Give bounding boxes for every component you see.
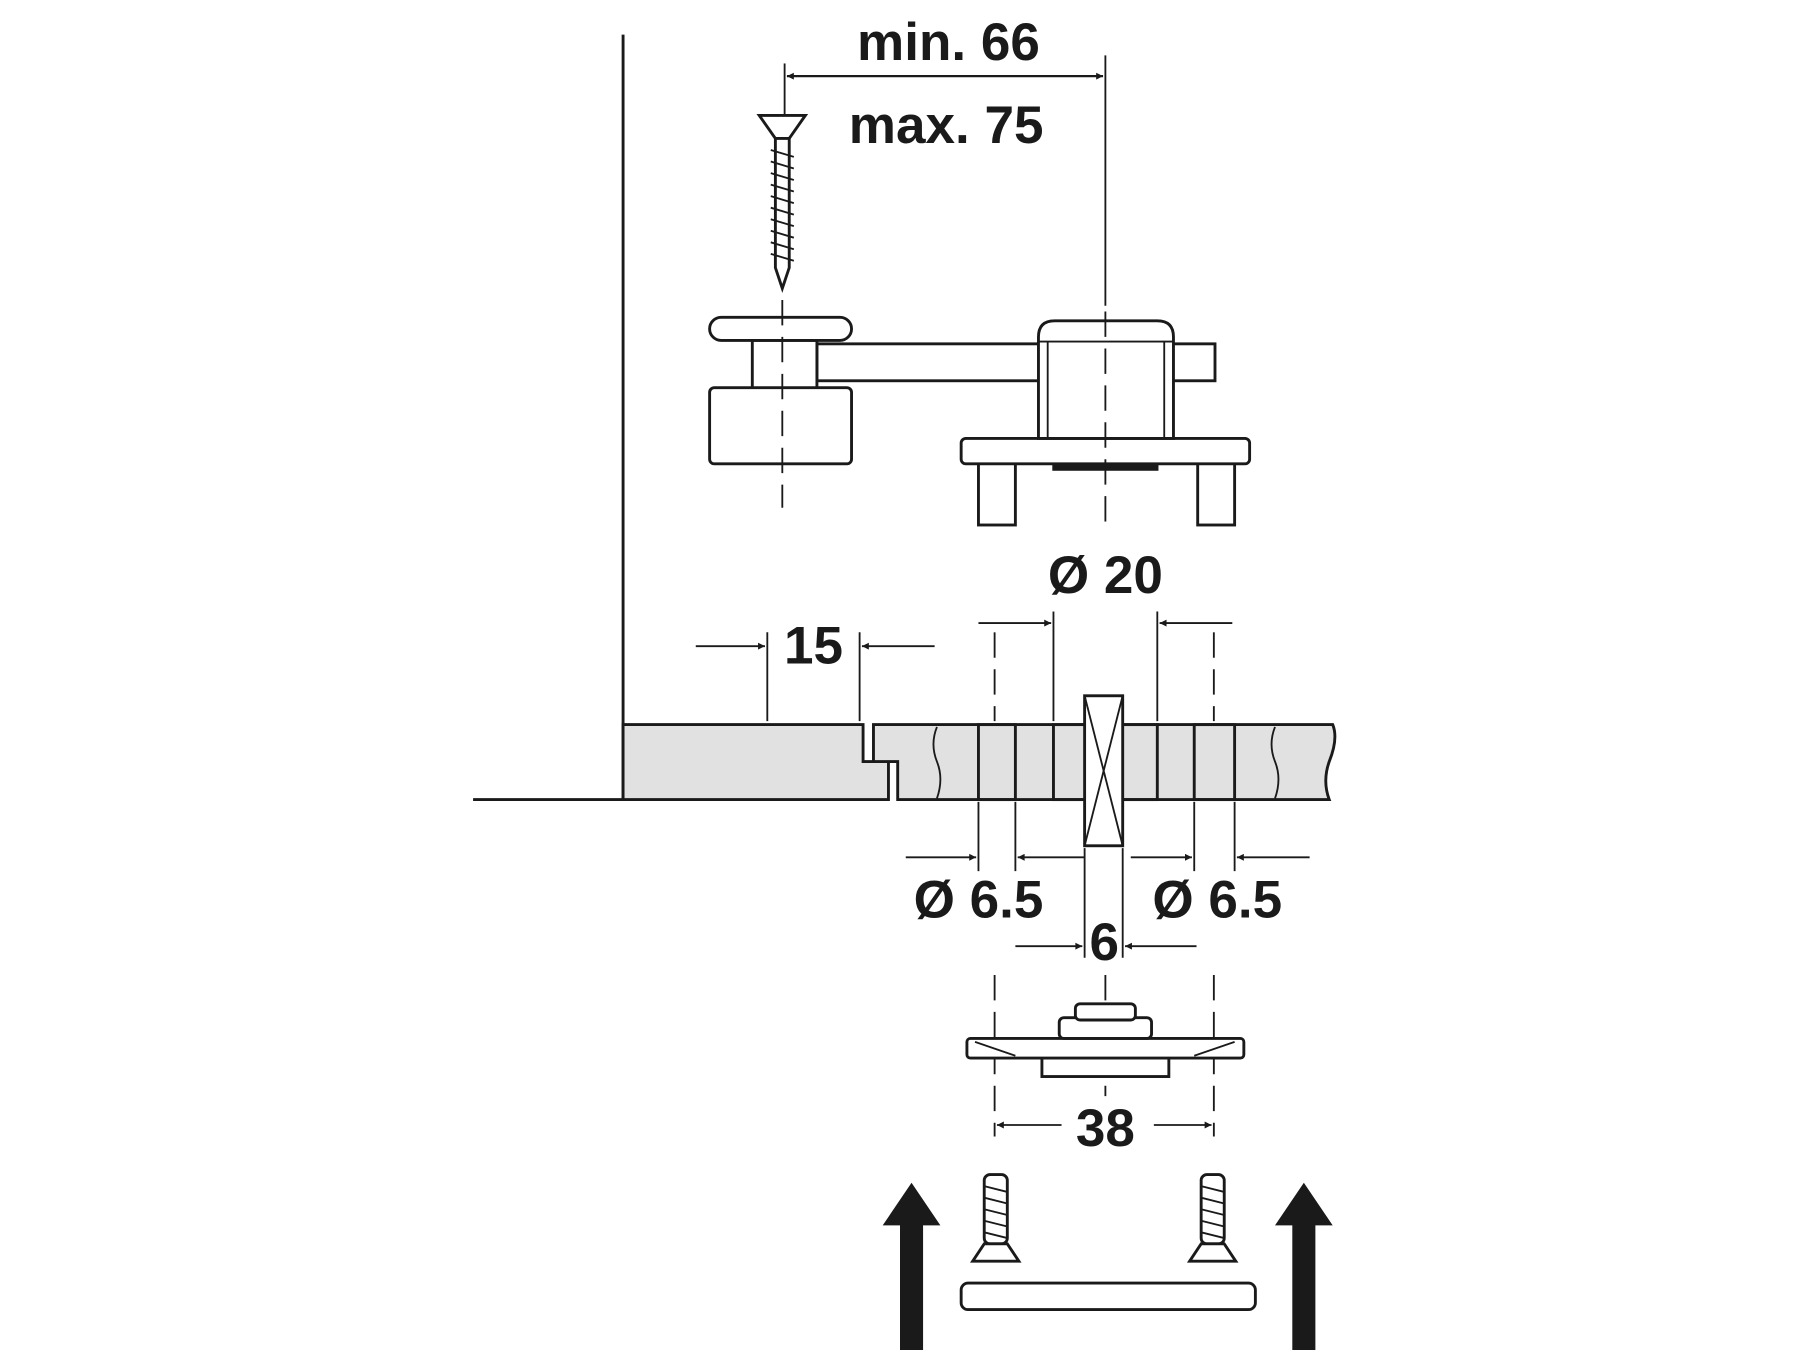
side-panel <box>621 723 890 802</box>
max-distance-label: max. 75 <box>849 96 1044 155</box>
wood-screw <box>756 113 809 294</box>
cover-plate <box>959 1281 1257 1312</box>
plate-spacing-label: 38 <box>1076 1099 1135 1158</box>
dimension-min-max: min. 66 max. 75 <box>783 13 1107 306</box>
dimension-side-holes: Ø 6.5 Ø 6.5 6 <box>905 801 1310 972</box>
machine-screw-left <box>969 1173 1022 1263</box>
panel-section <box>621 694 1337 848</box>
dimension-plate-spacing: 38 <box>996 1099 1212 1158</box>
cam-connector-assembly <box>708 300 1252 531</box>
side-hole-right-label: Ø 6.5 <box>1152 870 1282 929</box>
edge-distance-label: 15 <box>784 616 843 675</box>
arrow-up-left-icon <box>882 1182 941 1350</box>
side-hole-left-label: Ø 6.5 <box>914 870 1044 929</box>
dimension-edge-distance: 15 <box>695 616 935 722</box>
dowel-pin <box>1083 694 1125 848</box>
pin-width-label: 6 <box>1089 913 1119 972</box>
machine-screw-right <box>1186 1173 1239 1263</box>
center-hole-label: Ø 20 <box>1048 546 1163 605</box>
dimension-center-hole: Ø 20 <box>978 546 1233 722</box>
min-distance-label: min. 66 <box>857 13 1040 72</box>
mounting-plate <box>965 974 1246 1137</box>
arrow-up-right-icon <box>1275 1182 1333 1350</box>
